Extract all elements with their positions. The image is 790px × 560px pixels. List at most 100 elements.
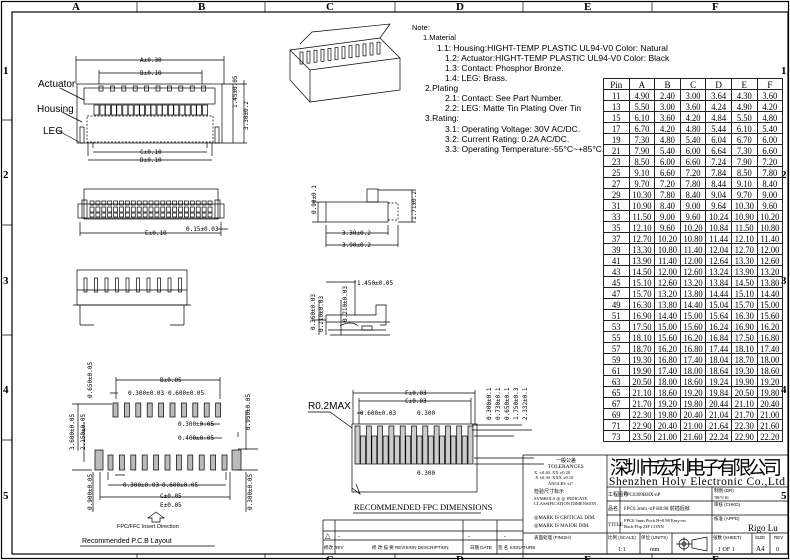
contact-pin (166, 212, 172, 218)
dimension-cell: 4.20 (654, 121, 681, 135)
dimension-cell: 20.40 (654, 418, 681, 432)
pin-count-cell: 69 (603, 407, 630, 421)
dimension-cell: 18.00 (679, 363, 707, 377)
contact-pin (132, 85, 138, 92)
fpc-dim-c: C±0.03 (405, 398, 427, 405)
pcb-dim-bottom-width: 0.300±0.03 (123, 482, 160, 489)
pin-count-cell: 27 (603, 176, 630, 190)
dimension-cell: 4.20 (679, 110, 707, 124)
fpc-radius-label: R0.2MAX (308, 401, 351, 412)
contact-pin (113, 206, 118, 213)
dimension-cell: 20.40 (756, 396, 784, 410)
pin-count-cell: 39 (603, 242, 630, 256)
dimension-cell: 4.80 (654, 132, 681, 146)
title-line-1: FPC0.3mm Pitch H=0.98 Easy-on (624, 518, 686, 523)
pcb-dim-c: C±0.05 (160, 493, 182, 500)
contact-pin (142, 206, 148, 213)
dim-depth-1: 3.30±0.2 (342, 230, 371, 237)
finish-label: 表面处理 (FINISH) (534, 534, 571, 541)
dimension-cell: F (756, 77, 784, 91)
dimension-cell: 3.60 (654, 110, 681, 124)
dimension-cell: 14.50 (628, 264, 656, 278)
dimension-cell: 12.00 (756, 242, 784, 256)
dimension-cell: 20.50 (730, 385, 758, 399)
dimension-cell: 6.60 (654, 165, 681, 179)
sheet-label: 张数 (SHEET) (713, 534, 742, 541)
dimension-cell: 12.60 (756, 253, 784, 267)
dimension-cell: 18.00 (756, 352, 784, 366)
contact-pin (207, 206, 213, 213)
fpc-dim-pitch: 0.600±0.03 (360, 410, 397, 417)
title-label: TITLE (608, 522, 624, 528)
company-name-cn: 深圳市宏利电子有限公司 (610, 457, 782, 479)
company-name-en: Shenzhen Holy Electronic Co.,Ltd (609, 476, 785, 488)
dim-e: E±0.10 (145, 230, 167, 237)
dimension-cell: 20.44 (705, 396, 732, 410)
connector-side-view (312, 188, 416, 247)
pin-count-cell: 41 (603, 253, 630, 267)
contact-pin (184, 212, 189, 218)
dim-contact-3: 0.210±0.03 (342, 285, 349, 322)
dimension-cell: 18.00 (654, 374, 681, 388)
contact-pin (168, 104, 174, 116)
dimension-cell: 22.24 (705, 429, 732, 443)
dimension-cell: 15.70 (628, 286, 656, 300)
dimension-cell: 22.30 (628, 407, 656, 421)
dim-height-1: 1.45±0.05 (232, 75, 239, 108)
contact-pin (101, 206, 107, 213)
contact-pin (166, 206, 172, 213)
dimension-cell: 21.64 (705, 418, 732, 432)
revision-symbol: △ (325, 533, 331, 540)
contact-pin (178, 85, 184, 92)
zone-letter-top: B (198, 1, 206, 13)
zone-number: 2 (781, 169, 787, 181)
dimension-cell: 4.20 (756, 99, 784, 113)
dimension-cell: 19.90 (730, 374, 758, 388)
pcb-pad (112, 402, 119, 418)
dimension-cell: 9.70 (730, 187, 758, 201)
contact-pin (172, 206, 177, 213)
contact-pin (189, 206, 195, 213)
pin-count-cell: 53 (603, 319, 630, 333)
dimension-cell: 8.40 (756, 176, 784, 190)
dimension-cell: 13.24 (705, 264, 732, 278)
contact-pin (104, 277, 109, 293)
contact-pin (179, 104, 186, 116)
pin-count-cell: 25 (603, 165, 630, 179)
dimension-cell: 16.20 (756, 319, 784, 333)
dimension-cell: 12.00 (654, 264, 681, 278)
contact-pin (160, 206, 166, 213)
dimension-cell: B (654, 77, 681, 91)
dimension-cell: 6.00 (679, 143, 707, 157)
fpc-dimensions (308, 390, 544, 514)
fpc-finger (456, 425, 463, 465)
zone-number: 3 (3, 275, 9, 287)
pin-count-cell: 17 (603, 121, 630, 135)
dimension-cell: 6.70 (730, 132, 758, 146)
dimension-cell: 5.44 (705, 121, 732, 135)
dimension-cell: 17.50 (730, 330, 758, 344)
note-line: 1.4: LEG: Brass. (445, 73, 507, 83)
dimension-cell: A (628, 77, 656, 91)
pcb-dim-400: 0.400±0.05 (178, 435, 215, 442)
fpc-dim-v5: 2.332±0.1 (522, 387, 529, 420)
pcb-pad (210, 454, 216, 471)
dimension-cell: 6.00 (654, 154, 681, 168)
revision-sign-label: 签 名 SIGNATURE (498, 544, 535, 551)
dimension-cell: 11.40 (654, 253, 681, 267)
dimension-cell: 9.00 (654, 209, 681, 223)
dimension-cell: 12.00 (679, 253, 707, 267)
pcb-dim-950: 0.950±0.05 (245, 393, 252, 430)
dimension-cell: 17.40 (679, 352, 707, 366)
contact-pin (83, 277, 88, 293)
dimension-cell: 16.80 (679, 341, 707, 355)
tolerances-line-2: .X ±0.30 .XXX ±0.10 (534, 475, 574, 480)
dimension-cell: 19.80 (679, 396, 707, 410)
dimension-cell: 7.90 (628, 143, 656, 157)
pin-count-cell: 31 (603, 198, 630, 212)
